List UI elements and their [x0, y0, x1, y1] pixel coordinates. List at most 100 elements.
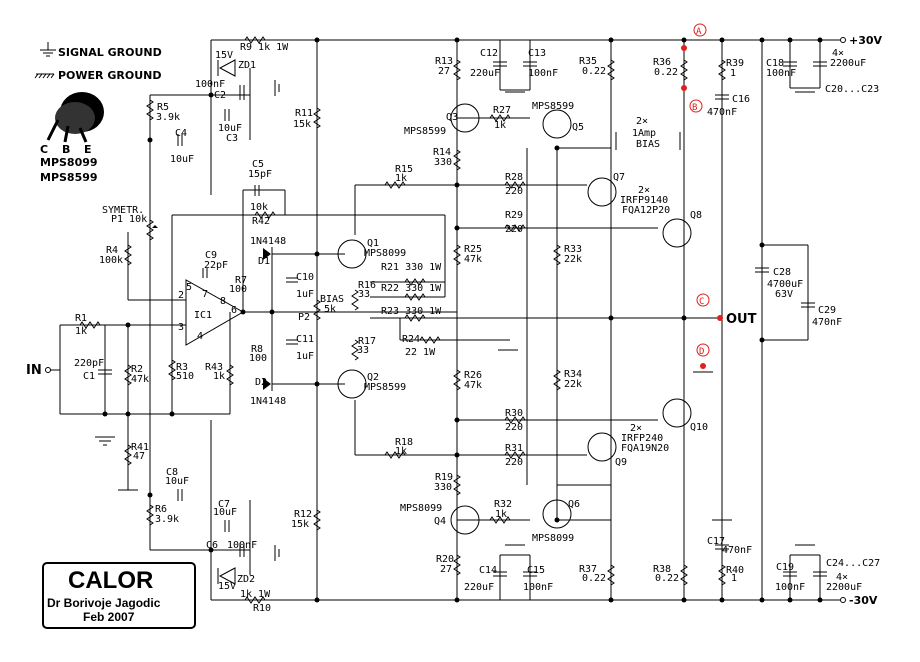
component-label-c1a: 220pF	[74, 358, 104, 369]
component-label-pin5: 5	[186, 282, 192, 293]
component-label-r5b: 3.9k	[156, 112, 180, 123]
component-label-r15b: 1k	[395, 173, 407, 184]
component-label-r28a: R28	[505, 172, 523, 183]
component-label-r43a: R43	[205, 362, 223, 373]
component-label-r34b: 22k	[564, 379, 582, 390]
component-label-q2a: Q2	[367, 372, 379, 383]
component-label-r13a: R13	[435, 56, 453, 67]
component-labels: R9 1k 1W15VZD1100nFC210uFC3R53.9kC410uFR…	[74, 42, 880, 614]
component-label-r39b: 1	[730, 68, 736, 79]
component-label-c17b: 470nF	[722, 545, 752, 556]
rail-positive: +30V	[849, 34, 883, 47]
component-label-r7b: 100	[229, 284, 247, 295]
io-labels: +30V -30V IN OUT A B C D	[26, 27, 883, 607]
component-label-r17b: 33	[357, 345, 369, 356]
pin-e: E	[84, 143, 92, 156]
component-label-d2a: D2	[255, 377, 267, 388]
component-label-q7c: IRFP9140	[620, 195, 668, 206]
component-label-r18b: 1k	[395, 446, 407, 457]
component-label-r31a: R31	[505, 443, 523, 454]
component-label-r30b: 220	[505, 422, 523, 433]
component-label-r28b: 220	[505, 186, 523, 197]
component-label-r38b: 0.22	[655, 573, 679, 584]
component-label-r25a: R25	[464, 244, 482, 255]
component-label-r26b: 47k	[464, 380, 482, 391]
test-point-d: D	[699, 347, 704, 357]
component-label-pin6: 6	[231, 305, 237, 316]
component-label-r40b: 1	[731, 573, 737, 584]
component-label-q3a: Q3	[446, 112, 458, 123]
components	[34, 23, 846, 629]
component-label-r43b: 1k	[213, 371, 225, 382]
component-label-r2a: R2	[131, 364, 143, 375]
component-label-c6b: 100nF	[227, 540, 257, 551]
pin-b: B	[62, 143, 70, 156]
component-label-c24b: 4×	[836, 572, 848, 583]
component-label-q9d: Q9	[615, 457, 627, 468]
component-label-c10b: 1uF	[296, 289, 314, 300]
component-label-r27a: R27	[493, 105, 511, 116]
component-label-c28a: C28	[773, 267, 791, 278]
component-label-biasn1: 2×	[636, 116, 648, 127]
component-label-q7a: Q7	[613, 172, 625, 183]
component-label-c20a: 4×	[832, 48, 844, 59]
component-label-c29a: C29	[818, 305, 836, 316]
component-label-c18a: C18	[766, 58, 784, 69]
test-point-a: A	[696, 27, 702, 37]
component-label-r6a: R6	[155, 504, 167, 515]
component-label-c15b: 100nF	[523, 582, 553, 593]
component-label-r24b: 22 1W	[405, 347, 436, 358]
component-label-r40a: R40	[726, 565, 744, 576]
legend-part-1: MPS8099	[40, 156, 98, 169]
input-label: IN	[26, 363, 42, 378]
component-label-c5a: C5	[252, 159, 264, 170]
component-label-pin7: 7	[202, 289, 208, 300]
component-label-c17a: C17	[707, 536, 725, 547]
component-label-zd2b: 15V	[218, 581, 236, 592]
component-label-c19b: 100nF	[775, 582, 805, 593]
component-label-r30a: R30	[505, 408, 523, 419]
component-label-r41b: 47	[133, 451, 145, 462]
title: CALOR	[68, 567, 153, 594]
component-label-q1a: Q1	[367, 238, 379, 249]
component-label-q7d: FQA12P20	[622, 205, 670, 216]
component-label-c11b: 1uF	[296, 351, 314, 362]
component-label-c15a: C15	[527, 565, 545, 576]
component-label-c12b: 220uF	[470, 68, 500, 79]
component-label-q6b: MPS8099	[532, 533, 574, 544]
component-label-d1b: D1	[258, 256, 270, 267]
component-label-r5a: R5	[157, 102, 169, 113]
component-label-r17a: R17	[358, 336, 376, 347]
component-label-q9a: 2×	[630, 423, 642, 434]
component-label-r21: R21 330 1W	[381, 262, 442, 273]
component-label-zd1a: 15V	[215, 50, 233, 61]
component-label-c24a: C24...C27	[826, 558, 880, 569]
component-label-r33a: R33	[564, 244, 582, 255]
component-label-r36b: 0.22	[654, 67, 678, 78]
component-label-r29b: 220	[505, 224, 523, 235]
component-label-r1b: 1k	[75, 326, 87, 337]
component-label-c6a: C6	[206, 540, 218, 551]
component-label-r15a: R15	[395, 164, 413, 175]
component-label-c14a: C14	[479, 565, 497, 576]
component-label-biasn3: BIAS	[636, 139, 660, 150]
component-label-r11b: 15k	[293, 119, 311, 130]
component-label-ic1: IC1	[194, 310, 212, 321]
title-box: CALOR Dr Borivoje Jagodic Feb 2007	[47, 567, 161, 624]
component-label-q2b: MPS8599	[364, 382, 406, 393]
component-label-r10a: 1k 1W	[240, 589, 271, 600]
component-label-r27b: 1k	[494, 120, 506, 131]
component-label-r36a: R36	[653, 57, 671, 68]
component-label-r37a: R37	[579, 564, 597, 575]
component-label-c5b: 15pF	[248, 169, 272, 180]
component-label-r33b: 22k	[564, 254, 582, 265]
component-label-r16a: R16	[358, 280, 376, 291]
pin-c: C	[40, 143, 48, 156]
component-label-r31b: 220	[505, 457, 523, 468]
component-label-r35a: R35	[579, 56, 597, 67]
component-label-q6a: Q6	[568, 499, 580, 510]
component-label-c7b: 10uF	[213, 507, 237, 518]
component-label-c28b: 4700uF	[767, 279, 803, 290]
